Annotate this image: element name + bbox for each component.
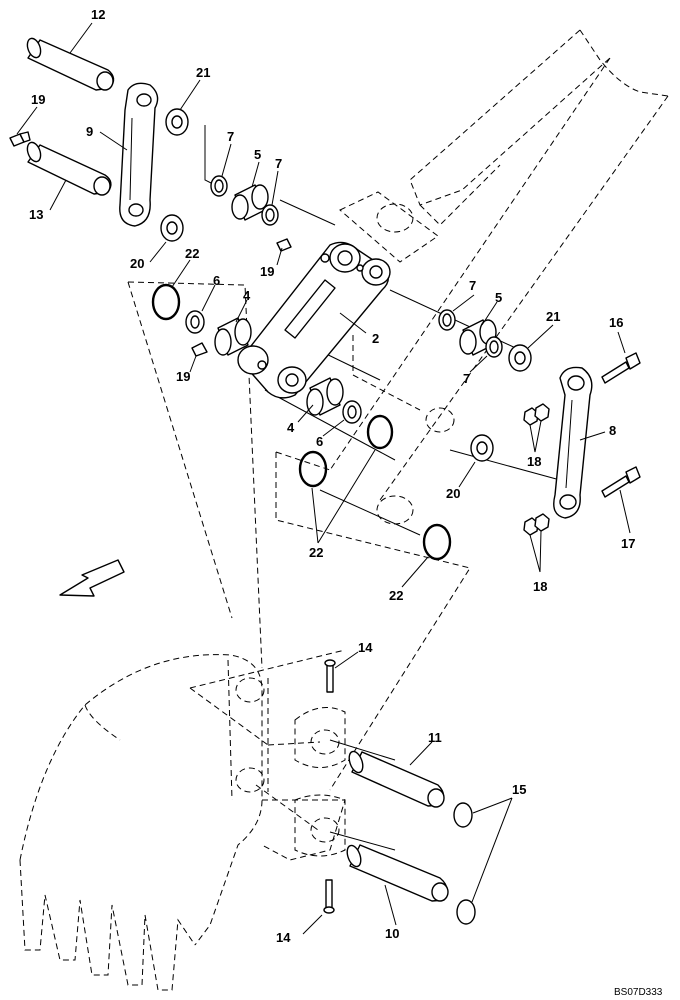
callout-10: 10 xyxy=(385,926,399,941)
seal-7-upper-b xyxy=(261,204,279,226)
bolt-14-lower xyxy=(323,879,335,914)
pin-11 xyxy=(348,750,445,808)
callout-22-lower: 22 xyxy=(389,588,403,603)
callout-19-left: 19 xyxy=(31,92,45,107)
callout-6-lower: 6 xyxy=(316,434,323,449)
callout-11: 11 xyxy=(428,730,442,745)
pin-10 xyxy=(346,844,449,902)
bucket-outline xyxy=(19,654,346,991)
callout-14-upper: 14 xyxy=(358,640,373,655)
seal-7-right-a xyxy=(438,309,456,331)
front-direction-arrow-icon xyxy=(59,559,125,597)
callout-8: 8 xyxy=(609,423,616,438)
callout-22-upper: 22 xyxy=(185,246,199,261)
drawing-code: BS07D333 xyxy=(614,987,663,998)
callout-9: 9 xyxy=(86,124,93,139)
seal-7-right-b xyxy=(485,336,503,358)
bushing-4-lower xyxy=(306,377,344,416)
callout-5-right: 5 xyxy=(495,290,502,305)
callout-2: 2 xyxy=(372,331,379,346)
callout-4-upper: 4 xyxy=(243,288,251,303)
callout-7-right-a: 7 xyxy=(469,278,476,293)
pin-13 xyxy=(26,141,112,196)
callout-17: 17 xyxy=(621,536,635,551)
cap-15-lower xyxy=(456,899,476,925)
shim-20-right xyxy=(470,434,494,462)
callout-18-lower: 18 xyxy=(533,579,547,594)
callout-20-right: 20 xyxy=(446,486,460,501)
callout-5-upper: 5 xyxy=(254,147,261,162)
callout-labels: 12 21 19 9 7 5 7 13 20 22 19 6 4 2 19 4 … xyxy=(29,7,635,945)
side-link-8 xyxy=(553,366,593,519)
grease-fitting-19a xyxy=(9,131,31,147)
callout-13: 13 xyxy=(29,207,43,222)
o-ring-22-c xyxy=(298,450,328,488)
callout-12: 12 xyxy=(91,7,105,22)
o-ring-22-d xyxy=(422,523,452,561)
shim-20-left xyxy=(160,214,184,242)
o-ring-22-a xyxy=(151,283,181,321)
nuts-18-upper xyxy=(523,403,550,426)
bushing-5-upper xyxy=(231,184,269,221)
bolt-17 xyxy=(601,466,641,498)
guide-lines xyxy=(127,125,561,851)
callout-20-left: 20 xyxy=(130,256,144,271)
leader-lines xyxy=(16,22,631,935)
shim-21-left xyxy=(165,108,189,136)
callout-19-upper: 19 xyxy=(260,264,274,279)
seal-6-upper xyxy=(185,310,205,334)
grease-fitting-19b xyxy=(276,238,292,252)
callout-22-middle: 22 xyxy=(309,545,323,560)
nuts-18-lower xyxy=(523,513,550,536)
callout-21-left: 21 xyxy=(196,65,210,80)
callout-7-right-b: 7 xyxy=(463,371,470,386)
bolt-16 xyxy=(601,352,641,384)
callout-6-upper: 6 xyxy=(213,273,220,288)
callout-7-upper-b: 7 xyxy=(275,156,282,171)
callout-4-lower: 4 xyxy=(287,420,295,435)
callout-7-upper-a: 7 xyxy=(227,129,234,144)
h-link-2 xyxy=(237,241,391,399)
callout-14-lower: 14 xyxy=(276,930,291,945)
grease-fitting-19c xyxy=(191,342,208,357)
shim-21-right xyxy=(508,344,532,372)
side-link-9 xyxy=(119,82,159,227)
callout-18-upper: 18 xyxy=(527,454,541,469)
o-ring-22-b xyxy=(366,414,394,450)
callout-15: 15 xyxy=(512,782,526,797)
seal-7-upper-a xyxy=(210,175,228,197)
bushing-4-upper xyxy=(214,317,252,356)
callout-16: 16 xyxy=(609,315,623,330)
callout-21-right: 21 xyxy=(546,309,560,324)
bolt-14-upper xyxy=(324,659,336,693)
cap-15-upper xyxy=(453,802,473,828)
seal-6-lower xyxy=(342,400,362,424)
callout-19-lower: 19 xyxy=(176,369,190,384)
pin-12 xyxy=(26,37,115,91)
